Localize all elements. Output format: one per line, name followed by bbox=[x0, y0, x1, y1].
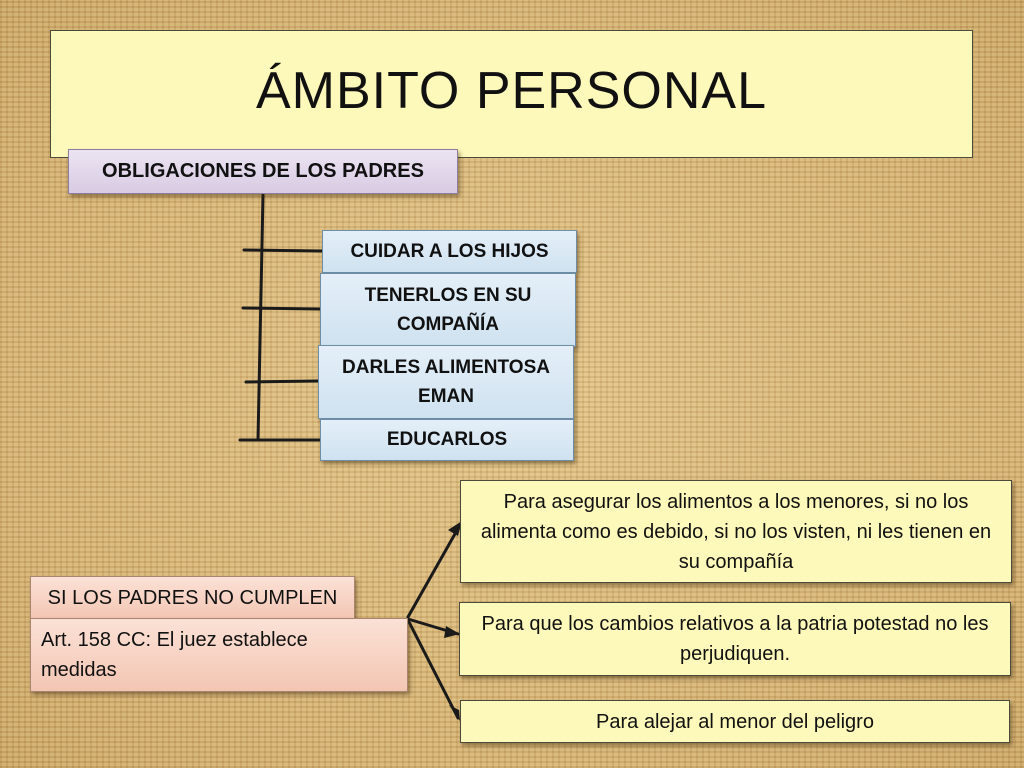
branch-line-3 bbox=[244, 379, 320, 384]
arrow-line-1 bbox=[406, 523, 462, 619]
obligations-heading-box: OBLIGACIONES DE LOS PADRES bbox=[68, 149, 458, 194]
article-box: Art. 158 CC: El juez establece medidas bbox=[30, 618, 408, 692]
arrowhead-1 bbox=[448, 521, 462, 536]
condition-text: SI LOS PADRES NO CUMPLEN bbox=[47, 586, 338, 609]
arrow-line-3 bbox=[406, 618, 460, 720]
obligation-item-cuidar: CUIDAR A LOS HIJOS bbox=[322, 230, 577, 273]
obligation-item-alimentos: DARLES ALIMENTOSA EMAN bbox=[318, 345, 574, 419]
obligation-item-educar: EDUCARLOS bbox=[320, 419, 574, 461]
purpose-box-alimentos: Para asegurar los alimentos a los menore… bbox=[460, 480, 1012, 583]
arrowhead-2 bbox=[444, 626, 460, 638]
condition-box: SI LOS PADRES NO CUMPLEN bbox=[30, 576, 355, 620]
obligations-heading: OBLIGACIONES DE LOS PADRES bbox=[102, 160, 424, 182]
article-text: Art. 158 CC: El juez establece medidas bbox=[41, 629, 308, 681]
obligation-item-compania: TENERLOS EN SU COMPAÑÍA bbox=[320, 273, 576, 347]
purpose-box-peligro: Para alejar al menor del peligro bbox=[460, 700, 1010, 743]
purpose-box-patria-potestad: Para que los cambios relativos a la patr… bbox=[459, 602, 1011, 676]
title-box: ÁMBITO PERSONAL bbox=[50, 30, 973, 158]
purpose-text: Para alejar al menor del peligro bbox=[596, 710, 874, 733]
arrowhead-3 bbox=[449, 705, 460, 721]
purpose-text: Para que los cambios relativos a la patr… bbox=[481, 613, 989, 665]
obligation-label: CUIDAR A LOS HIJOS bbox=[350, 240, 549, 262]
obligation-label: EDUCARLOS bbox=[386, 429, 508, 451]
branch-line-1 bbox=[242, 248, 324, 253]
branch-line-2 bbox=[241, 306, 322, 311]
obligation-label: DARLES ALIMENTOSA EMAN bbox=[342, 356, 550, 407]
tree-trunk-line bbox=[256, 193, 265, 442]
purpose-text: Para asegurar los alimentos a los menore… bbox=[480, 490, 992, 573]
obligation-label: TENERLOS EN SU COMPAÑÍA bbox=[364, 284, 532, 335]
slide-title: ÁMBITO PERSONAL bbox=[255, 62, 768, 120]
